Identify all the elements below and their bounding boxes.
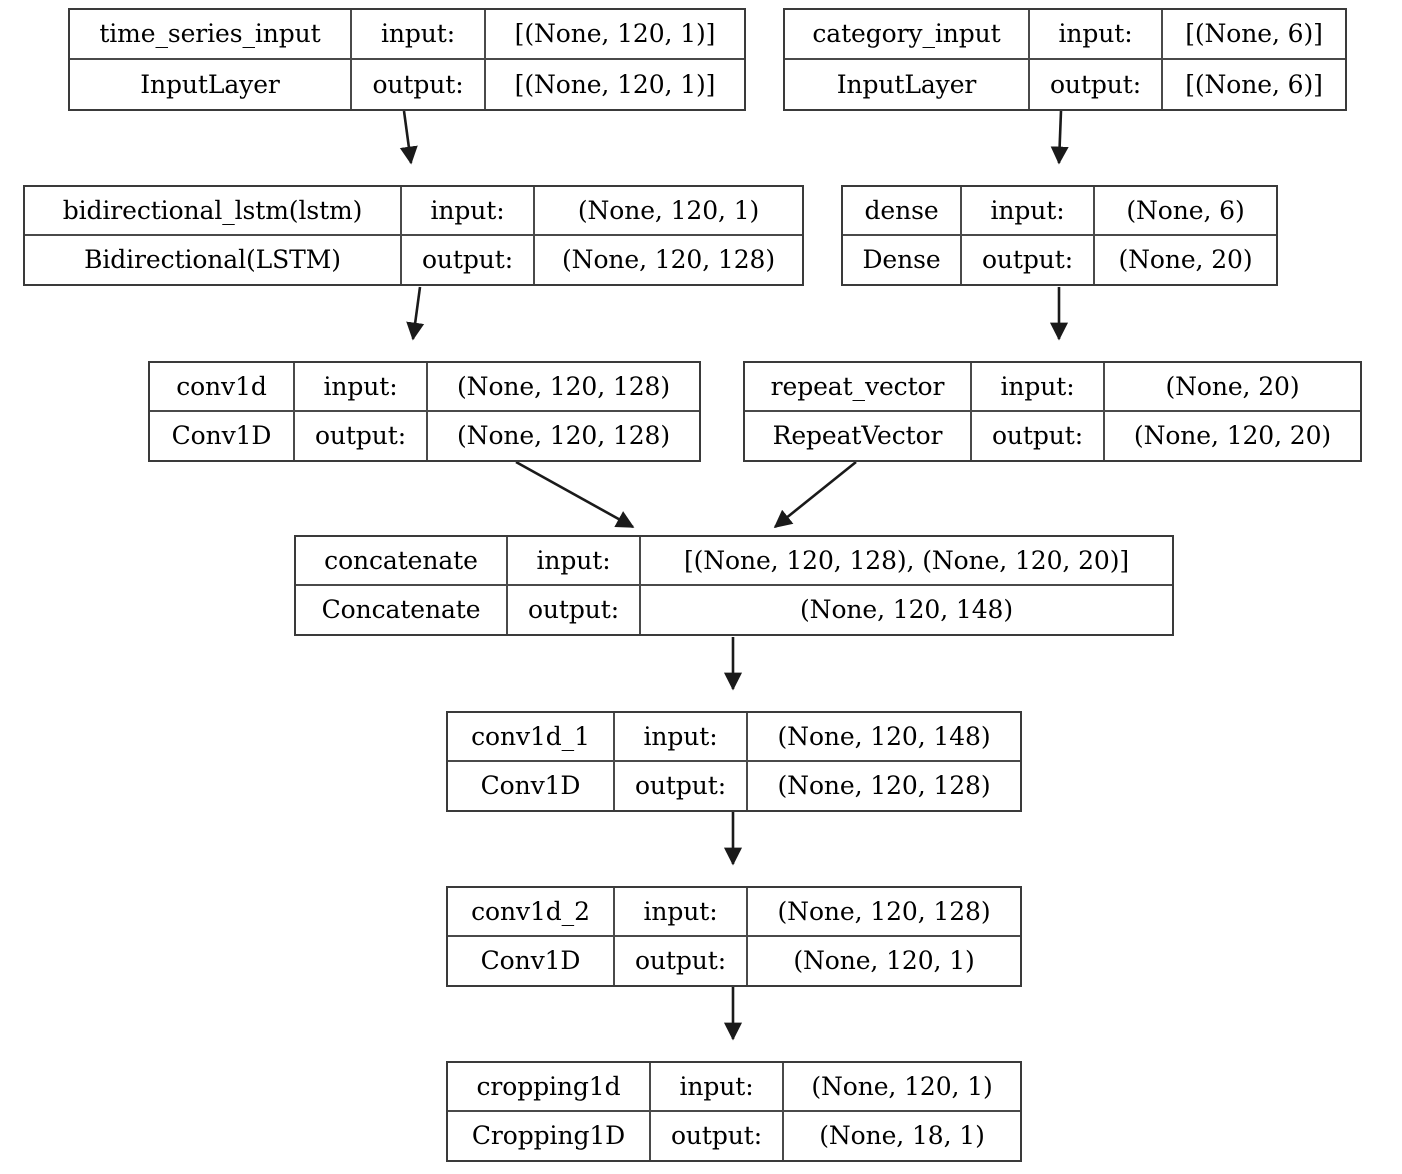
edge-repeat-vector-to-concatenate — [773, 460, 857, 529]
node-input-shape: (None, 120, 128) — [457, 371, 670, 401]
node-row-input: cropping1d input: (None, 120, 1) — [448, 1063, 1020, 1112]
node-input-label: input: — [962, 187, 1095, 234]
edge-conv1d-to-concatenate — [515, 460, 635, 529]
node-layer-name: time_series_input — [70, 10, 352, 58]
node-layer-name: repeat_vector — [745, 363, 972, 410]
node-row-input: conv1d_1 input: (None, 120, 148) — [448, 713, 1020, 762]
node-layer-name: dense — [843, 187, 962, 234]
node-output-shape: (None, 120, 148) — [800, 595, 1013, 625]
node-row-output: Conv1D output: (None, 120, 128) — [150, 411, 699, 460]
node-output-label: output: — [615, 761, 748, 810]
node-input-shape: (None, 120, 148) — [777, 721, 991, 751]
node-output-shape: [(None, 120, 1)] — [514, 69, 716, 99]
node-row-output: Conv1D output: (None, 120, 1) — [448, 936, 1020, 985]
node-class-name: Bidirectional(LSTM) — [25, 235, 402, 284]
node-row-output: InputLayer output: [(None, 6)] — [785, 59, 1345, 109]
node-output-label: output: — [508, 585, 641, 634]
node-layer-name: conv1d_1 — [448, 713, 615, 760]
node-output-label: output: — [615, 936, 748, 985]
node-output-label: output: — [1030, 59, 1163, 109]
node-layer-name: conv1d_2 — [448, 888, 615, 935]
node-row-input: concatenate input: [(None, 120, 128), (N… — [296, 537, 1172, 586]
node-concatenate[interactable]: concatenate input: [(None, 120, 128), (N… — [294, 535, 1174, 636]
node-output-label: output: — [402, 235, 535, 284]
node-time-series-input[interactable]: time_series_input input: [(None, 120, 1)… — [68, 8, 746, 111]
node-row-input: repeat_vector input: (None, 20) — [745, 363, 1360, 412]
node-class-name: Conv1D — [448, 936, 615, 985]
node-output-shape: [(None, 6)] — [1185, 69, 1323, 99]
node-row-output: Dense output: (None, 20) — [843, 235, 1276, 284]
node-row-output: Cropping1D output: (None, 18, 1) — [448, 1111, 1020, 1160]
node-input-shape: [(None, 6)] — [1185, 19, 1323, 49]
edge-category-input-to-dense — [1050, 110, 1069, 165]
node-output-shape: (None, 20) — [1118, 245, 1253, 275]
node-input-shape: (None, 120, 1) — [811, 1071, 993, 1101]
node-input-label: input: — [651, 1063, 784, 1110]
node-output-shape: (None, 120, 128) — [562, 245, 775, 275]
node-row-output: RepeatVector output: (None, 120, 20) — [745, 411, 1360, 460]
node-output-shape: (None, 120, 128) — [457, 421, 670, 451]
node-input-label: input: — [1030, 10, 1163, 58]
node-row-input: conv1d input: (None, 120, 128) — [150, 363, 699, 412]
node-bidirectional-lstm[interactable]: bidirectional_lstm(lstm) input: (None, 1… — [23, 185, 804, 286]
node-row-input: time_series_input input: [(None, 120, 1)… — [70, 10, 744, 60]
node-class-name: Dense — [843, 235, 962, 284]
node-row-input: category_input input: [(None, 6)] — [785, 10, 1345, 60]
node-layer-name: category_input — [785, 10, 1030, 58]
node-row-output: InputLayer output: [(None, 120, 1)] — [70, 59, 744, 109]
edge-bidirectional-lstm-to-conv1d — [406, 286, 425, 341]
node-class-name: Cropping1D — [448, 1111, 651, 1160]
node-layer-name: cropping1d — [448, 1063, 651, 1110]
node-row-output: Bidirectional(LSTM) output: (None, 120, … — [25, 235, 802, 284]
edge-time-series-input-to-bidirectional-lstm — [399, 110, 418, 165]
node-input-label: input: — [615, 713, 748, 760]
node-input-label: input: — [972, 363, 1105, 410]
node-class-name: Conv1D — [448, 761, 615, 810]
node-row-output: Conv1D output: (None, 120, 128) — [448, 761, 1020, 810]
node-input-label: input: — [402, 187, 535, 234]
node-cropping1d[interactable]: cropping1d input: (None, 120, 1) Croppin… — [446, 1061, 1022, 1162]
node-category-input[interactable]: category_input input: [(None, 6)] InputL… — [783, 8, 1347, 111]
node-class-name: InputLayer — [785, 59, 1030, 109]
node-input-label: input: — [295, 363, 428, 410]
node-input-shape: (None, 120, 128) — [777, 896, 991, 926]
node-output-label: output: — [295, 411, 428, 460]
node-conv1d[interactable]: conv1d input: (None, 120, 128) Conv1D ou… — [148, 361, 701, 462]
node-conv1d-2[interactable]: conv1d_2 input: (None, 120, 128) Conv1D … — [446, 886, 1022, 987]
node-input-shape: (None, 120, 1) — [577, 195, 760, 225]
node-dense[interactable]: dense input: (None, 6) Dense output: (No… — [841, 185, 1278, 286]
node-repeat-vector[interactable]: repeat_vector input: (None, 20) RepeatVe… — [743, 361, 1362, 462]
node-input-shape: [(None, 120, 128), (None, 120, 20)] — [683, 545, 1130, 575]
node-input-label: input: — [615, 888, 748, 935]
node-row-input: bidirectional_lstm(lstm) input: (None, 1… — [25, 187, 802, 236]
node-layer-name: bidirectional_lstm(lstm) — [25, 187, 402, 234]
node-layer-name: conv1d — [150, 363, 295, 410]
node-output-shape: (None, 120, 128) — [777, 771, 991, 801]
node-output-shape: (None, 120, 20) — [1133, 421, 1332, 451]
node-class-name: RepeatVector — [745, 411, 972, 460]
node-layer-name: concatenate — [296, 537, 508, 584]
node-input-shape: (None, 6) — [1126, 195, 1245, 225]
node-input-label: input: — [508, 537, 641, 584]
node-output-shape: (None, 120, 1) — [793, 946, 975, 976]
node-output-shape: (None, 18, 1) — [819, 1121, 985, 1151]
node-class-name: Conv1D — [150, 411, 295, 460]
node-output-label: output: — [352, 59, 486, 109]
node-input-shape: (None, 20) — [1165, 371, 1300, 401]
node-row-input: conv1d_2 input: (None, 120, 128) — [448, 888, 1020, 937]
node-input-label: input: — [352, 10, 486, 58]
node-class-name: Concatenate — [296, 585, 508, 634]
node-row-output: Concatenate output: (None, 120, 148) — [296, 585, 1172, 634]
node-output-label: output: — [962, 235, 1095, 284]
node-output-label: output: — [651, 1111, 784, 1160]
node-output-label: output: — [972, 411, 1105, 460]
node-row-input: dense input: (None, 6) — [843, 187, 1276, 236]
node-class-name: InputLayer — [70, 59, 352, 109]
node-conv1d-1[interactable]: conv1d_1 input: (None, 120, 148) Conv1D … — [446, 711, 1022, 812]
node-input-shape: [(None, 120, 1)] — [514, 19, 716, 49]
